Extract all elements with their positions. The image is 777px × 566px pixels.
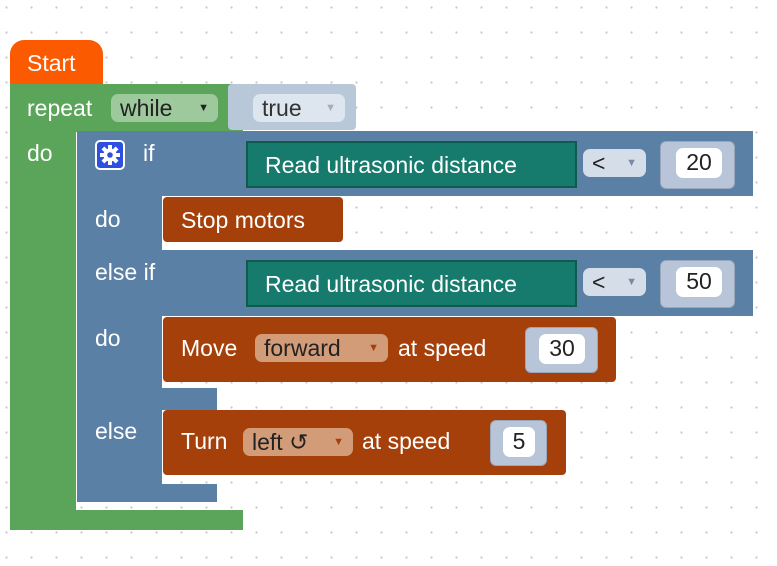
repeat-block-footer (10, 510, 243, 530)
if-block-footer (77, 484, 217, 502)
gear-icon[interactable] (95, 140, 125, 170)
operator-dropdown-1[interactable]: < ▼ (583, 149, 646, 177)
turn-label: Turn (181, 428, 228, 454)
do-label-2: do (95, 325, 121, 351)
stop-motors-block[interactable]: Stop motors (163, 197, 343, 242)
start-block[interactable]: Start (10, 40, 103, 88)
dropdown-arrow-icon: ▼ (333, 436, 344, 448)
dropdown-arrow-icon: ▼ (626, 276, 637, 288)
speed-field-2[interactable]: 5 (503, 427, 535, 457)
dropdown-arrow-icon: ▼ (198, 102, 209, 114)
operator-dropdown-2[interactable]: < ▼ (583, 268, 646, 296)
operator-value-1: < (592, 150, 606, 176)
number-field-1[interactable]: 20 (676, 148, 722, 178)
repeat-do-label: do (27, 140, 53, 166)
else-label: else (95, 418, 138, 444)
if-block-spine (77, 131, 162, 501)
move-at-speed-label: at speed (398, 335, 487, 361)
start-label: Start (27, 50, 76, 76)
repeat-block-spine (10, 84, 76, 524)
dropdown-arrow-icon: ▼ (368, 342, 379, 354)
repeat-mode-dropdown[interactable]: while ▼ (111, 94, 218, 122)
sensor-label-2: Read ultrasonic distance (265, 271, 517, 297)
if-label: if (143, 140, 155, 166)
do-label-1: do (95, 206, 121, 232)
turn-direction-value: left ↺ (252, 429, 309, 455)
ultrasonic-sensor-block-2[interactable]: Read ultrasonic distance (246, 260, 577, 307)
condition-dropdown[interactable]: true ▼ (253, 94, 345, 122)
ultrasonic-sensor-block-1[interactable]: Read ultrasonic distance (246, 141, 577, 188)
else-if-label: else if (95, 259, 156, 285)
dropdown-arrow-icon: ▼ (626, 157, 637, 169)
move-direction-value: forward (264, 335, 341, 361)
turn-at-speed-label: at speed (362, 428, 451, 454)
speed-field-1[interactable]: 30 (539, 334, 585, 364)
turn-direction-dropdown[interactable]: left ↺ ▼ (243, 428, 353, 456)
repeat-mode-value: while (120, 95, 173, 121)
repeat-label: repeat (27, 95, 93, 121)
dropdown-arrow-icon: ▼ (325, 102, 336, 114)
move-direction-dropdown[interactable]: forward ▼ (255, 334, 388, 362)
number-field-2[interactable]: 50 (676, 267, 722, 297)
stop-motors-label: Stop motors (181, 207, 305, 233)
condition-value: true (262, 95, 302, 121)
operator-value-2: < (592, 269, 606, 295)
else-row-top (77, 388, 217, 410)
move-label: Move (181, 335, 238, 361)
sensor-label-1: Read ultrasonic distance (265, 152, 517, 178)
